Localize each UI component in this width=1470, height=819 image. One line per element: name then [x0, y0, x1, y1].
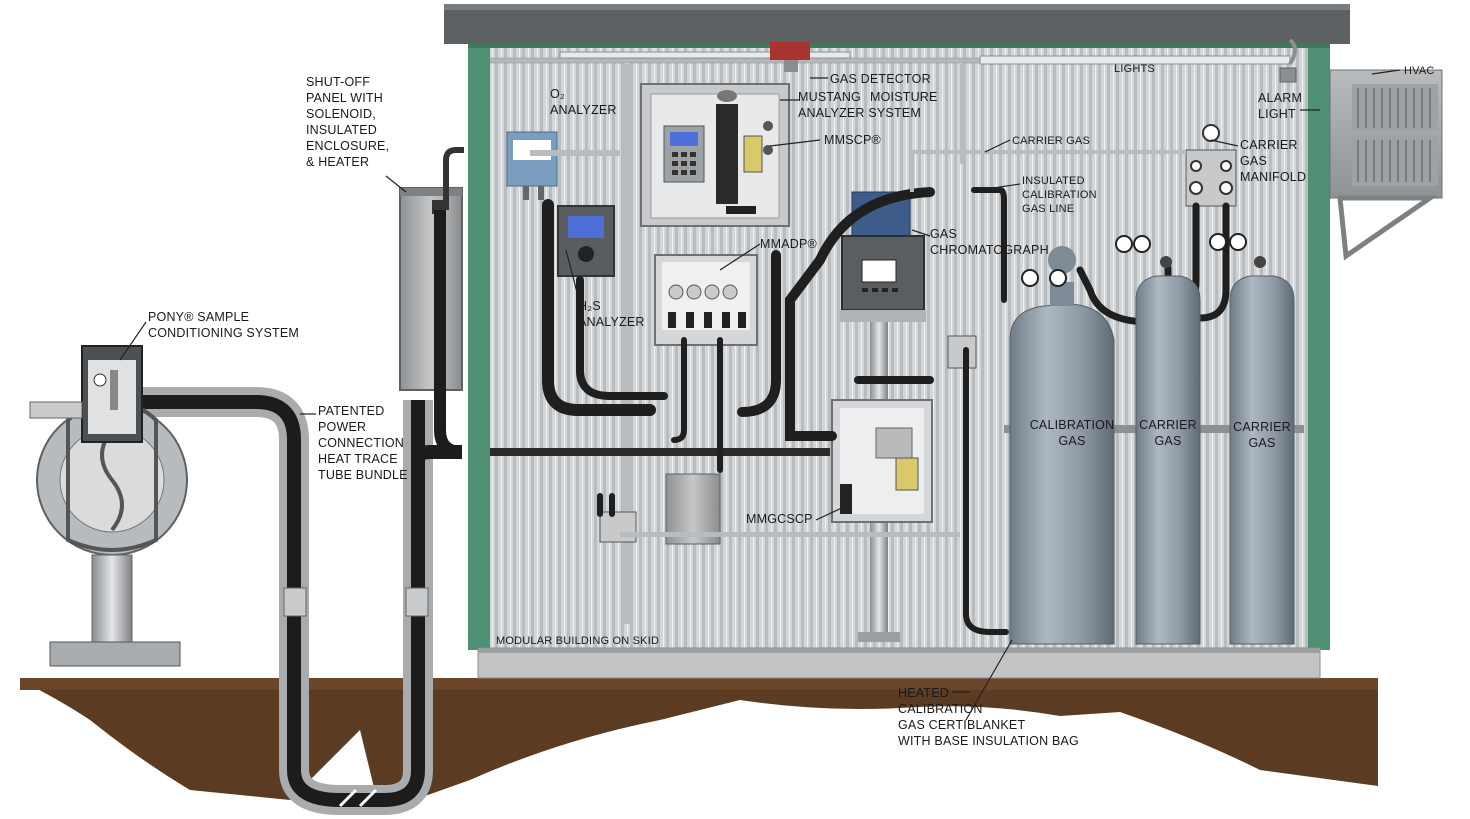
label-pony: PONY® SAMPLE CONDITIONING SYSTEM: [148, 310, 300, 340]
label-gas-chromatograph: GAS CHROMATOGRAPH: [930, 227, 1049, 257]
calibration-gas-cylinder: [1009, 246, 1115, 645]
pony-sample-conditioning-system: [81, 345, 143, 443]
roof: [444, 4, 1350, 44]
lights-fixture: [979, 55, 1291, 65]
label-o2-analyzer: O₂ ANALYZER: [550, 87, 617, 117]
pipeline: [36, 398, 188, 667]
label-calibration-gas: CALIBRATION GAS: [1029, 418, 1115, 448]
label-insulated-cal-line: INSULATED CALIBRATION GAS LINE: [1022, 175, 1097, 215]
carrier-gas-cylinder-2: [1209, 233, 1295, 645]
label-gas-detector: GAS DETECTOR: [830, 72, 931, 86]
building-wall: [468, 44, 1330, 650]
label-alarm-light: ALARM LIGHT: [1258, 91, 1303, 121]
label-h2s-analyzer: H₂S ANALYZER: [578, 299, 645, 329]
mmadp-panel: [654, 254, 758, 346]
alarm-light: [1279, 67, 1297, 83]
carrier-gas-cylinder-1: [1115, 235, 1201, 645]
gas-detector: [770, 42, 810, 60]
label-modular-building: MODULAR BUILDING ON SKID: [496, 635, 660, 647]
label-carrier-gas-line: CARRIER GAS: [1012, 135, 1090, 147]
label-hvac: HVAC: [1404, 65, 1435, 77]
label-shutoff-panel: SHUT-OFF PANEL WITH SOLENOID, INSULATED …: [306, 75, 390, 169]
h2s-analyzer: [557, 205, 615, 277]
shutoff-panel: [399, 187, 463, 391]
label-carrier-gas-manifold: CARRIER GAS MANIFOLD: [1240, 138, 1307, 184]
mustang-analyzer-enclosure: [640, 83, 790, 227]
o2-analyzer: [506, 131, 558, 200]
connector-box: [599, 511, 637, 543]
label-lights: LIGHTS: [1114, 63, 1155, 75]
label-carrier-gas-1: CARRIER GAS: [1139, 418, 1197, 448]
label-patented-bundle: PATENTED POWER CONNECTION HEAT TRACE TUB…: [318, 404, 408, 482]
label-carrier-gas-2: CARRIER GAS: [1233, 420, 1291, 450]
label-mmadp: MMADP®: [760, 237, 817, 251]
label-heated-cal: HEATED CALIBRATION GAS CERTIBLANKET WITH…: [898, 686, 1079, 748]
gas-chromatograph: [840, 191, 926, 322]
label-mmgcscp: MMGCSCP: [746, 512, 813, 526]
hvac-unit: [1329, 69, 1443, 261]
label-mmscp: MMSCP®: [824, 133, 881, 147]
label-moisture: MOISTURE: [870, 90, 938, 104]
carrier-gas-manifold: [1185, 124, 1237, 207]
ground: [20, 678, 1378, 812]
label-mustang-analyzer: MUSTANG ANALYZER SYSTEM: [798, 90, 921, 120]
mmgcscp-panel: [831, 399, 933, 523]
